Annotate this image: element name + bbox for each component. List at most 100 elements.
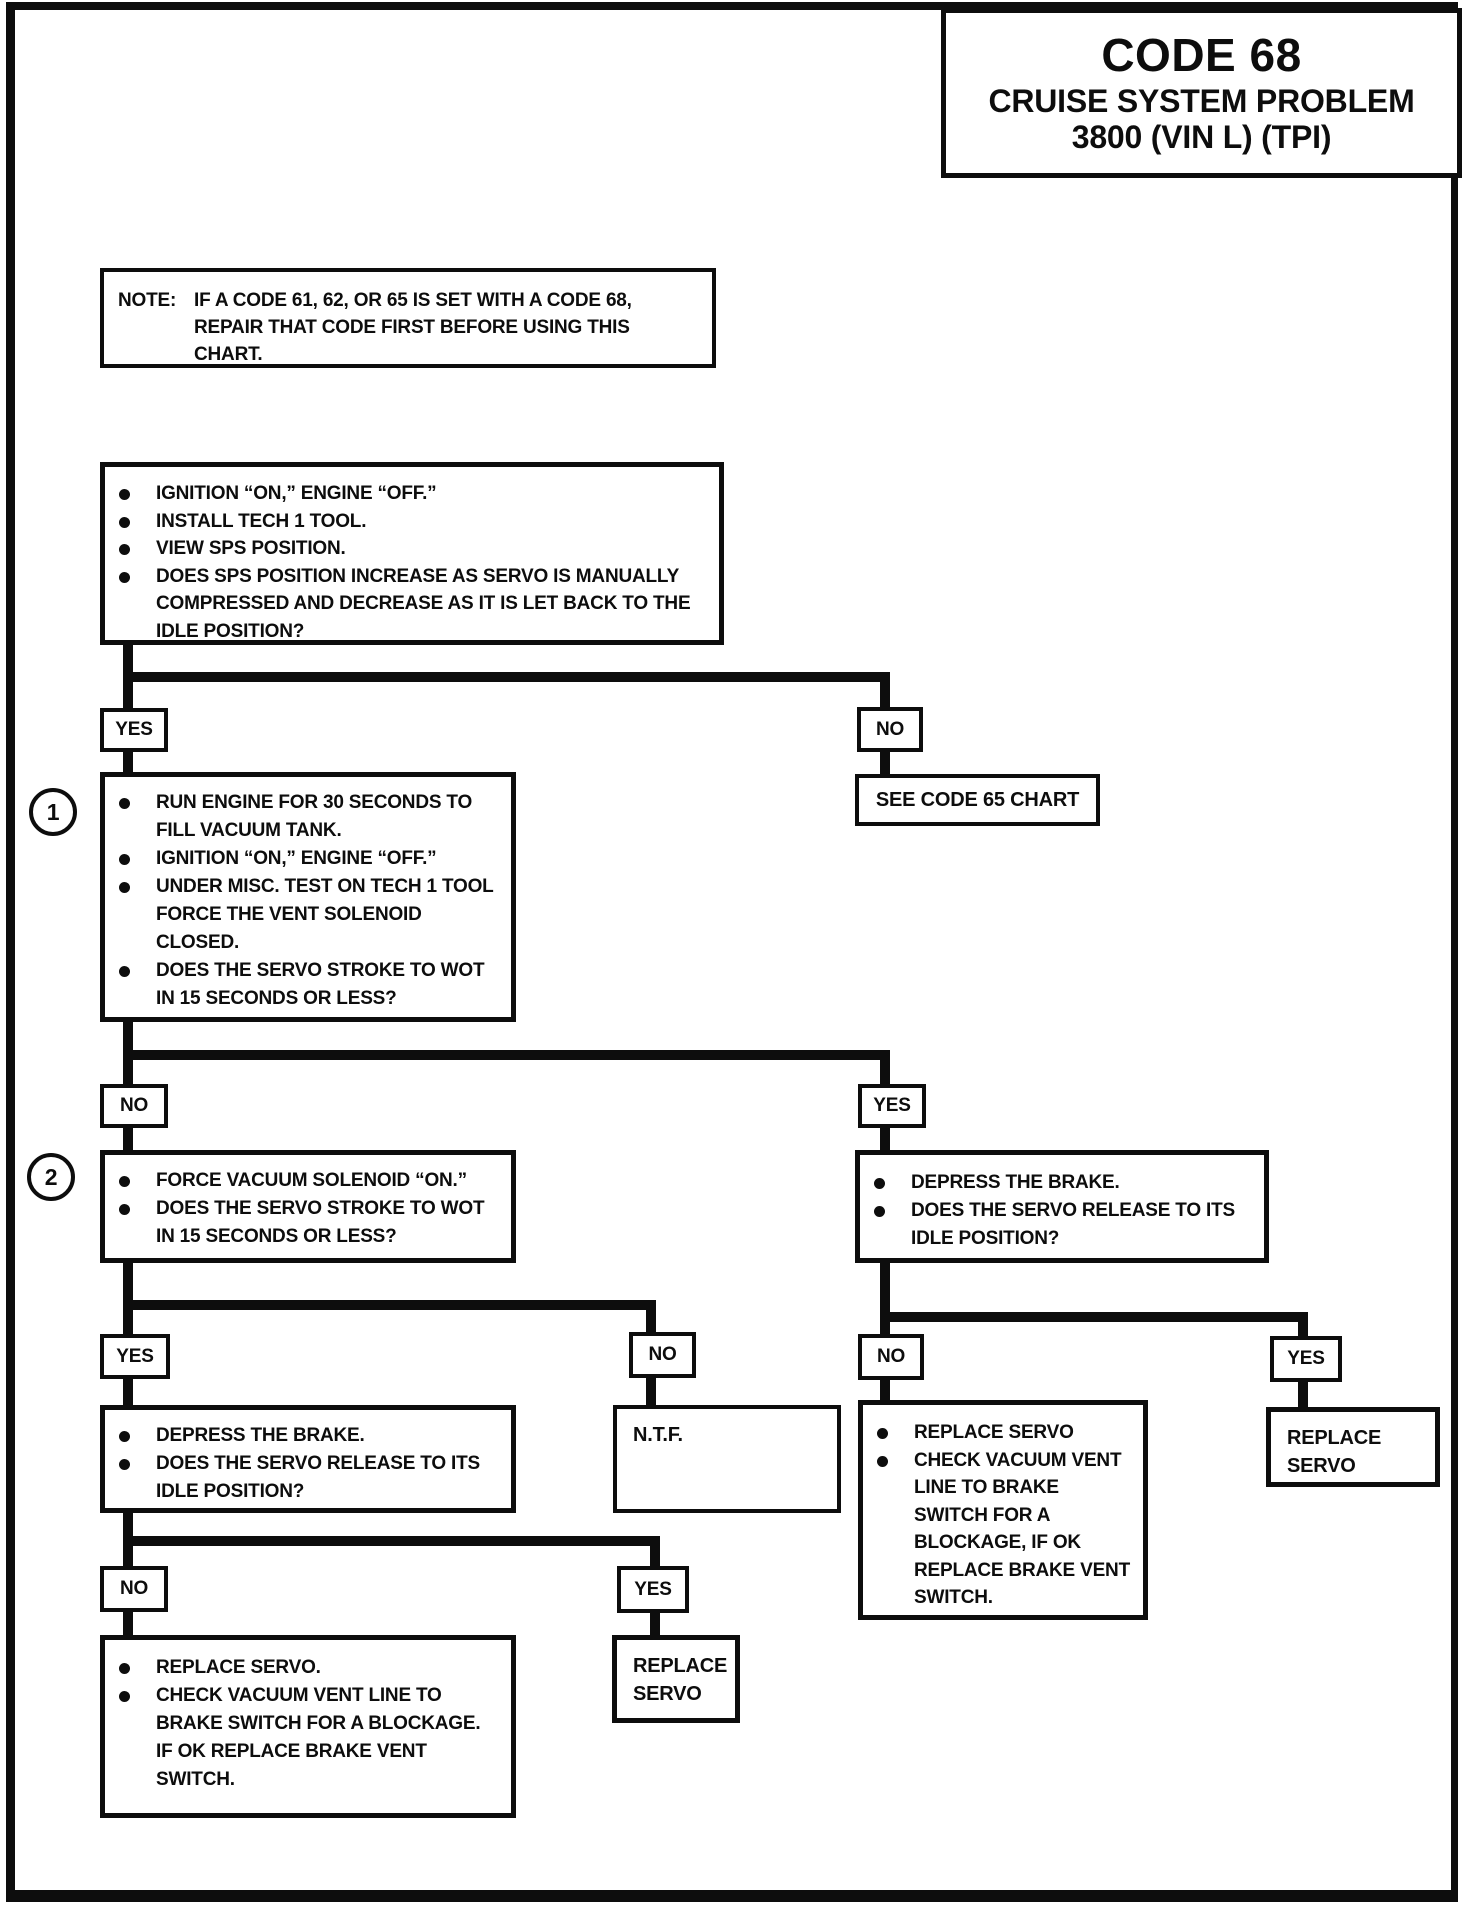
see-code-65-box: SEE CODE 65 CHART xyxy=(855,774,1100,826)
ntf-text: N.T.F. xyxy=(633,1424,683,1446)
note-box: NOTE: IF A CODE 61, 62, OR 65 IS SET WIT… xyxy=(100,268,716,368)
bullet-text: DOES THE SERVO STROKE TO WOT IN 15 SECON… xyxy=(156,960,485,1009)
connector-line xyxy=(123,1128,133,1152)
bullet-item: DEPRESS THE BRAKE. xyxy=(119,1422,501,1450)
replace-servo-text: REPLACE SERVO xyxy=(633,1655,728,1705)
bullet-item: REPLACE SERVO xyxy=(877,1419,1133,1447)
brake-check-right-box: DEPRESS THE BRAKE. DOES THE SERVO RELEAS… xyxy=(855,1150,1269,1263)
bullet-text: IGNITION “ON,” ENGINE “OFF.” xyxy=(156,848,437,869)
yes-label: YES xyxy=(873,1095,911,1116)
bullet-text: FORCE VACUUM SOLENOID “ON.” xyxy=(156,1170,467,1191)
page-engine-spec: 3800 (VIN L) (TPI) xyxy=(1071,119,1332,155)
connector-line xyxy=(880,1312,890,1336)
bullet-icon xyxy=(877,1455,888,1467)
yes-label: YES xyxy=(1287,1348,1325,1369)
bullet-icon xyxy=(119,571,130,583)
yes-tag: YES xyxy=(100,708,168,752)
bullet-text: IGNITION “ON,” ENGINE “OFF.” xyxy=(156,483,437,504)
yes-tag: YES xyxy=(858,1084,926,1128)
yes-label: YES xyxy=(634,1578,672,1600)
bullet-item: DOES THE SERVO RELEASE TO ITS IDLE POSIT… xyxy=(119,1450,501,1506)
bullet-icon xyxy=(119,798,130,809)
connector-line xyxy=(646,1378,656,1407)
bullet-icon xyxy=(119,1459,130,1470)
bullet-icon xyxy=(119,516,130,528)
no-tag: NO xyxy=(100,1566,168,1612)
connector-line xyxy=(1298,1382,1308,1407)
brake-check-left-box: DEPRESS THE BRAKE. DOES THE SERVO RELEAS… xyxy=(100,1405,516,1513)
bullet-icon xyxy=(877,1428,888,1439)
bullet-text: DEPRESS THE BRAKE. xyxy=(911,1172,1120,1193)
step2-marker: 2 xyxy=(44,1163,58,1190)
connector-line xyxy=(650,1613,660,1635)
bullet-item: UNDER MISC. TEST ON TECH 1 TOOL FORCE TH… xyxy=(119,873,501,957)
bullet-icon xyxy=(874,1178,885,1189)
step1-marker: 1 xyxy=(46,798,60,825)
bullet-text: VIEW SPS POSITION. xyxy=(156,538,346,559)
no-label: NO xyxy=(119,1095,149,1116)
no-label: NO xyxy=(119,1578,149,1599)
replace-servo-check-right-box: REPLACE SERVO CHECK VACUUM VENT LINE TO … xyxy=(858,1400,1148,1620)
bullet-text: REPLACE SERVO xyxy=(914,1422,1074,1443)
note-text: IF A CODE 61, 62, OR 65 IS SET WITH A CO… xyxy=(194,290,632,365)
no-tag: NO xyxy=(100,1084,168,1128)
connector-line xyxy=(880,1263,890,1315)
bullet-icon xyxy=(119,882,130,893)
page-subtitle: CRUISE SYSTEM PROBLEM xyxy=(988,83,1415,119)
bullet-text: CHECK VACUUM VENT LINE TO BRAKE SWITCH F… xyxy=(914,1449,1130,1609)
connector-line xyxy=(123,1536,133,1568)
no-tag: NO xyxy=(629,1332,696,1378)
bullet-icon xyxy=(119,544,130,555)
bullet-item: REPLACE SERVO. xyxy=(119,1654,501,1682)
no-tag: NO xyxy=(858,1334,924,1380)
bullet-item: DOES THE SERVO STROKE TO WOT IN 15 SECON… xyxy=(119,957,501,1013)
bullet-text: INSTALL TECH 1 TOOL. xyxy=(156,510,367,532)
bullet-item: DEPRESS THE BRAKE. xyxy=(874,1169,1254,1197)
page-border xyxy=(6,2,1458,1902)
connector-line xyxy=(123,1513,133,1543)
step1-box: RUN ENGINE FOR 30 SECONDS TO FILL VACUUM… xyxy=(100,772,516,1022)
bullet-icon xyxy=(119,1663,130,1674)
no-label: NO xyxy=(876,1346,906,1367)
step2-marker-circle: 2 xyxy=(27,1153,75,1201)
connector-line xyxy=(123,1536,660,1546)
yes-tag: YES xyxy=(100,1334,170,1379)
see-code-65-text: SEE CODE 65 CHART xyxy=(875,788,1080,811)
no-label: NO xyxy=(648,1344,677,1365)
replace-servo-right-box: REPLACE SERVO xyxy=(1266,1407,1440,1487)
connector-line xyxy=(123,1612,133,1637)
connector-line xyxy=(123,1263,133,1308)
replace-servo-mid-box: REPLACE SERVO xyxy=(612,1635,740,1723)
replace-servo-check-left-box: REPLACE SERVO. CHECK VACUUM VENT LINE TO… xyxy=(100,1635,516,1818)
bullet-item: DOES SPS POSITION INCREASE AS SERVO IS M… xyxy=(119,563,709,646)
yes-tag: YES xyxy=(1270,1336,1342,1382)
bullet-item: FORCE VACUUM SOLENOID “ON.” xyxy=(119,1167,501,1195)
bullet-text: DOES THE SERVO STROKE TO WOT IN 15 SECON… xyxy=(156,1198,485,1247)
connector-line xyxy=(880,672,890,710)
bullet-item: IGNITION “ON,” ENGINE “OFF.” xyxy=(119,845,501,873)
connector-line xyxy=(123,1050,133,1085)
start-decision-box: IGNITION “ON,” ENGINE “OFF.” INSTALL TEC… xyxy=(100,462,724,645)
no-label: NO xyxy=(875,718,905,740)
connector-line xyxy=(123,672,890,682)
bullet-icon xyxy=(119,966,130,977)
bullet-icon xyxy=(119,1431,130,1442)
bullet-item: DOES THE SERVO STROKE TO WOT IN 15 SECON… xyxy=(119,1195,501,1251)
bullet-item: VIEW SPS POSITION. xyxy=(119,535,709,563)
bullet-icon xyxy=(874,1206,885,1217)
connector-line xyxy=(123,752,133,774)
bullet-item: IGNITION “ON,” ENGINE “OFF.” xyxy=(119,480,709,508)
yes-label: YES xyxy=(115,719,153,740)
bullet-icon xyxy=(119,1691,130,1702)
yes-label: YES xyxy=(116,1345,154,1367)
replace-servo-text: REPLACE SERVO xyxy=(1287,1427,1382,1477)
bullet-item: CHECK VACUUM VENT LINE TO BRAKE SWITCH F… xyxy=(119,1682,501,1794)
connector-line xyxy=(1298,1312,1308,1338)
connector-line xyxy=(123,644,133,680)
bullet-text: RUN ENGINE FOR 30 SECONDS TO FILL VACUUM… xyxy=(156,792,473,841)
step1-marker-circle: 1 xyxy=(29,788,77,836)
connector-line xyxy=(123,1022,133,1054)
bullet-item: CHECK VACUUM VENT LINE TO BRAKE SWITCH F… xyxy=(877,1447,1133,1612)
connector-line xyxy=(880,1050,890,1085)
